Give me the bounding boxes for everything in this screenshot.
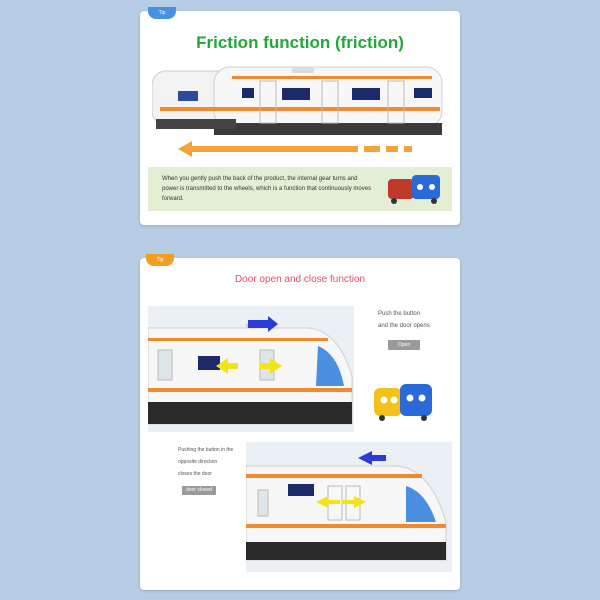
door-card: Tip Door open and close function Push th…: [140, 254, 460, 590]
left-text-2: opposite direction: [178, 459, 218, 465]
motion-arrow-icon: [178, 141, 412, 157]
friction-description: When you gently push the back of the pro…: [162, 176, 372, 202]
train-door-open-illustration: [148, 316, 353, 425]
train-door-close-illustration: [246, 451, 447, 561]
bus-characters-icon: [388, 175, 440, 204]
open-button[interactable]: Open: [388, 340, 420, 350]
friction-note: When you gently push the back of the pro…: [148, 167, 452, 211]
push-text-2: and the door opens: [378, 323, 430, 329]
tip-tag: Tip: [148, 7, 176, 19]
left-text-1: Pushing the button in the: [178, 447, 234, 453]
close-button[interactable]: door closed: [182, 486, 216, 495]
push-text-1: Push the button: [378, 311, 421, 317]
friction-title: Friction function (friction): [196, 33, 404, 52]
door-title: Door open and close function: [234, 274, 366, 285]
left-text-3: closes the door: [178, 471, 212, 477]
tip-tag: Tip: [146, 254, 174, 266]
train-illustration: [152, 66, 443, 135]
bus-characters-icon: [374, 384, 432, 421]
friction-card: Tip Friction function (friction) When yo…: [140, 7, 460, 225]
